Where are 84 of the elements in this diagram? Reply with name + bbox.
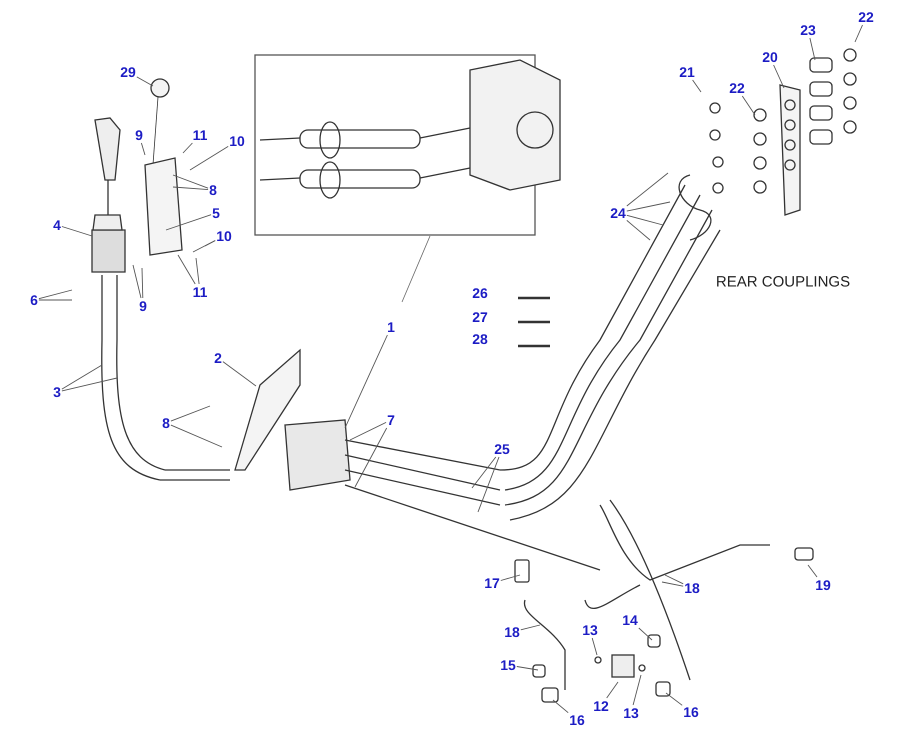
leader-line — [61, 364, 102, 390]
leader-line — [166, 214, 212, 230]
callout-number: 28 — [471, 331, 489, 347]
leader-line — [478, 456, 500, 512]
callout-number: 29 — [119, 64, 137, 80]
callout-number: 10 — [228, 133, 246, 149]
callout-number: 15 — [499, 657, 517, 673]
callout-number: 16 — [568, 712, 586, 728]
leader-line — [592, 638, 598, 656]
callout-number: 8 — [208, 182, 218, 198]
leader-line — [344, 334, 388, 428]
callout-number: 25 — [493, 441, 511, 457]
leader-line — [692, 80, 702, 92]
callout-number: 5 — [211, 205, 221, 221]
leader-line — [808, 564, 818, 578]
leader-line — [773, 64, 784, 88]
callout-number: 9 — [138, 298, 148, 314]
leader-line — [172, 174, 209, 189]
leader-line — [142, 268, 144, 298]
callout-number: 18 — [503, 624, 521, 640]
leader-line — [500, 574, 520, 581]
leader-line — [61, 226, 92, 236]
leader-line — [606, 682, 618, 698]
callout-number: 12 — [592, 698, 610, 714]
leader-line — [140, 142, 146, 156]
leader-line — [170, 424, 222, 448]
leader-line — [552, 700, 569, 714]
callout-number: 6 — [29, 292, 39, 308]
leader-line — [472, 456, 496, 488]
callout-number: 26 — [471, 285, 489, 301]
leader-line — [132, 264, 142, 298]
leader-line — [664, 574, 684, 584]
callout-number: 20 — [761, 49, 779, 65]
leader-line — [170, 406, 210, 422]
callout-number: 18 — [683, 580, 701, 596]
leader-line — [662, 582, 684, 587]
callout-number: 2 — [213, 350, 223, 366]
leader-line — [350, 422, 387, 440]
leader-line — [196, 258, 200, 284]
leader-line — [178, 254, 196, 284]
leader-line — [172, 186, 209, 190]
callout-number: 11 — [192, 127, 208, 143]
leader-line — [204, 240, 216, 246]
callout-number: 11 — [192, 284, 208, 300]
leader-line — [520, 624, 540, 630]
leader-line — [190, 146, 229, 170]
leader-line — [516, 666, 538, 670]
leader-line — [638, 628, 652, 640]
leader-line — [136, 76, 154, 86]
leader-line — [854, 24, 863, 42]
callout-number: 10 — [215, 228, 233, 244]
leader-line — [742, 96, 756, 116]
callout-number: 17 — [483, 575, 501, 591]
callout-number: 27 — [471, 309, 489, 325]
callout-number: 22 — [857, 9, 875, 25]
callout-number: 24 — [609, 205, 627, 221]
callout-number: 8 — [161, 415, 171, 431]
callout-number: 23 — [799, 22, 817, 38]
leader-line — [626, 214, 664, 226]
leader-line — [626, 172, 668, 206]
leader-line — [666, 692, 683, 706]
callout-number: 14 — [621, 612, 639, 628]
callout-number: 16 — [682, 704, 700, 720]
callout-number: 9 — [134, 127, 144, 143]
leader-line — [626, 202, 670, 212]
leader-line — [354, 428, 388, 488]
leader-line — [182, 142, 193, 154]
callout-number: 3 — [52, 384, 62, 400]
leader-line — [222, 361, 256, 386]
leader-line — [626, 220, 650, 240]
leader-line — [38, 290, 72, 300]
callout-number: 22 — [728, 80, 746, 96]
callout-number: 7 — [386, 412, 396, 428]
callout-number: 13 — [622, 705, 640, 721]
leader-line — [809, 38, 816, 60]
callout-number: 19 — [814, 577, 832, 593]
section-label: REAR COUPLINGS — [716, 274, 850, 290]
leader-line — [61, 378, 118, 392]
callout-number: 21 — [678, 64, 696, 80]
callout-number: 1 — [386, 319, 396, 335]
leader-line — [192, 240, 216, 252]
leader-line — [632, 674, 642, 706]
callout-number: 4 — [52, 217, 62, 233]
callout-number: 13 — [581, 622, 599, 638]
